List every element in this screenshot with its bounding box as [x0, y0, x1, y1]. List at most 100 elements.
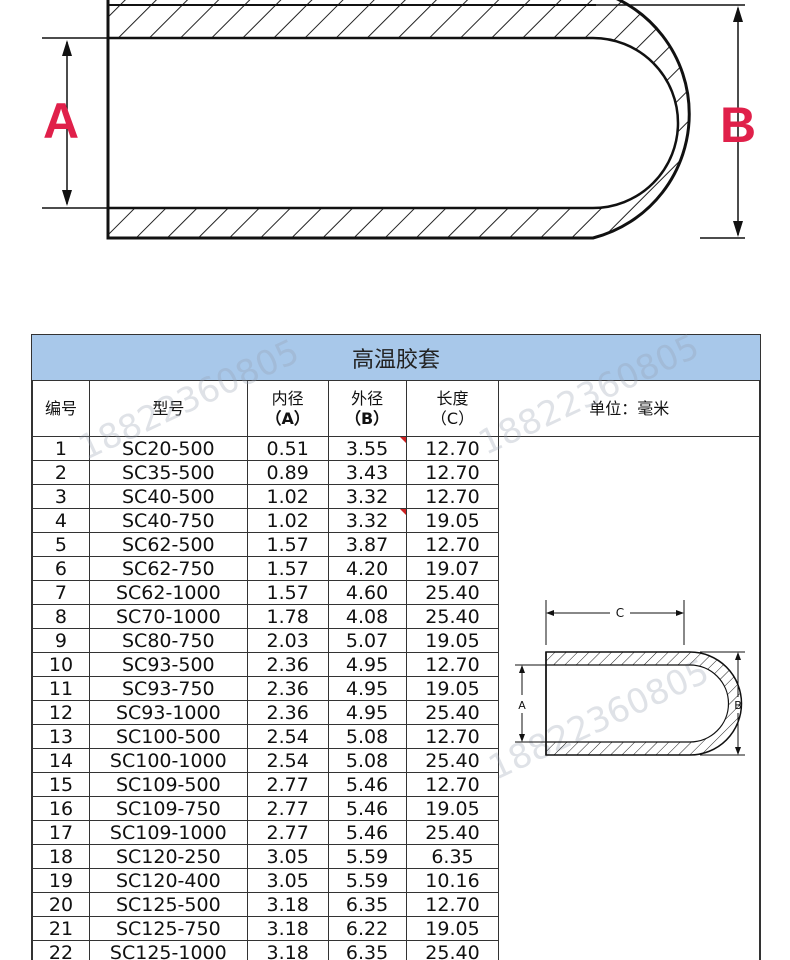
cell-index: 3 [32, 484, 90, 509]
small-label-c: C [616, 606, 624, 620]
cell-model: SC62-500 [88, 532, 248, 557]
cell-model: SC125-750 [88, 916, 248, 941]
cell-length: 12.70 [405, 892, 500, 917]
cell-length: 19.07 [405, 556, 500, 581]
cell-index: 20 [32, 892, 90, 917]
cell-model: SC93-750 [88, 676, 248, 701]
cell-outer-diameter: 6.35 [327, 940, 407, 960]
cell-length: 12.70 [405, 652, 500, 677]
cell-length: 25.40 [405, 820, 500, 845]
cell-model: SC62-750 [88, 556, 248, 581]
cell-inner-diameter: 1.57 [246, 532, 329, 557]
cell-outer-diameter: 4.08 [327, 604, 407, 629]
header-length: 长度 （C） [405, 380, 500, 437]
header-outer-diameter: 外径 （B） [327, 380, 407, 437]
cell-index: 6 [32, 556, 90, 581]
dimension-label-b: B [720, 97, 757, 153]
cell-inner-diameter: 2.36 [246, 652, 329, 677]
header-model: 型号 [88, 380, 248, 437]
cell-model: SC109-1000 [88, 820, 248, 845]
cell-outer-diameter: 6.35 [327, 892, 407, 917]
cell-outer-diameter: 3.43 [327, 460, 407, 485]
cell-length: 12.70 [405, 772, 500, 797]
cell-outer-diameter: 4.95 [327, 676, 407, 701]
header-inner-diameter: 内径 （A） [246, 380, 329, 437]
dimension-label-a: A [43, 93, 80, 149]
cell-outer-diameter: 5.46 [327, 796, 407, 821]
cell-model: SC70-1000 [88, 604, 248, 629]
cell-index: 1 [32, 436, 90, 461]
cell-index: 8 [32, 604, 90, 629]
cell-index: 11 [32, 676, 90, 701]
cell-index: 22 [32, 940, 90, 960]
cell-inner-diameter: 2.77 [246, 796, 329, 821]
cell-outer-diameter: 4.95 [327, 652, 407, 677]
cell-model: SC20-500 [88, 436, 248, 461]
header-unit-note: 单位：毫米 [498, 380, 760, 437]
cell-model: SC109-750 [88, 796, 248, 821]
cell-index: 18 [32, 844, 90, 869]
header-outer-diameter-sub: （B） [344, 408, 390, 428]
cell-length: 12.70 [405, 532, 500, 557]
cell-index: 4 [32, 508, 90, 533]
cell-outer-diameter: 6.22 [327, 916, 407, 941]
cell-index: 9 [32, 628, 90, 653]
cell-inner-diameter: 0.51 [246, 436, 329, 461]
cell-model: SC80-750 [88, 628, 248, 653]
cell-inner-diameter: 2.77 [246, 772, 329, 797]
cell-model: SC93-500 [88, 652, 248, 677]
cell-outer-diameter: 3.55 [327, 436, 407, 461]
cell-length: 25.40 [405, 580, 500, 605]
cell-model: SC120-400 [88, 868, 248, 893]
cell-inner-diameter: 1.57 [246, 556, 329, 581]
cell-index: 2 [32, 460, 90, 485]
cell-outer-diameter: 4.20 [327, 556, 407, 581]
cell-inner-diameter: 3.18 [246, 892, 329, 917]
cell-length: 19.05 [405, 628, 500, 653]
cell-outer-diameter: 5.46 [327, 772, 407, 797]
cell-outer-diameter: 3.32 [327, 484, 407, 509]
cell-inner-diameter: 2.54 [246, 748, 329, 773]
cell-inner-diameter: 1.78 [246, 604, 329, 629]
cell-length: 19.05 [405, 676, 500, 701]
header-index: 编号 [32, 380, 90, 437]
cell-index: 17 [32, 820, 90, 845]
cell-model: SC109-500 [88, 772, 248, 797]
table-header-row: 编号 型号 内径 （A） 外径 （B） 长度 （C） 单位：毫米 [32, 380, 760, 437]
cell-model: SC40-500 [88, 484, 248, 509]
cell-outer-diameter: 3.32 [327, 508, 407, 533]
cell-length: 6.35 [405, 844, 500, 869]
cell-index: 10 [32, 652, 90, 677]
cell-model: SC100-1000 [88, 748, 248, 773]
cell-length: 12.70 [405, 436, 500, 461]
cell-inner-diameter: 0.89 [246, 460, 329, 485]
cell-index: 19 [32, 868, 90, 893]
cell-index: 15 [32, 772, 90, 797]
cell-model: SC125-500 [88, 892, 248, 917]
spec-table-panel: 高温胶套 编号 型号 内径 （A） 外径 （B） 长度 （C） [31, 334, 761, 960]
cell-length: 12.70 [405, 484, 500, 509]
cell-inner-diameter: 2.36 [246, 676, 329, 701]
cell-index: 7 [32, 580, 90, 605]
cell-length: 25.40 [405, 940, 500, 960]
cell-length: 25.40 [405, 604, 500, 629]
cell-inner-diameter: 3.05 [246, 844, 329, 869]
cell-index: 5 [32, 532, 90, 557]
cell-inner-diameter: 1.02 [246, 508, 329, 533]
cell-inner-diameter: 2.03 [246, 628, 329, 653]
diagram-column [498, 436, 760, 960]
small-label-b: B [734, 699, 742, 712]
